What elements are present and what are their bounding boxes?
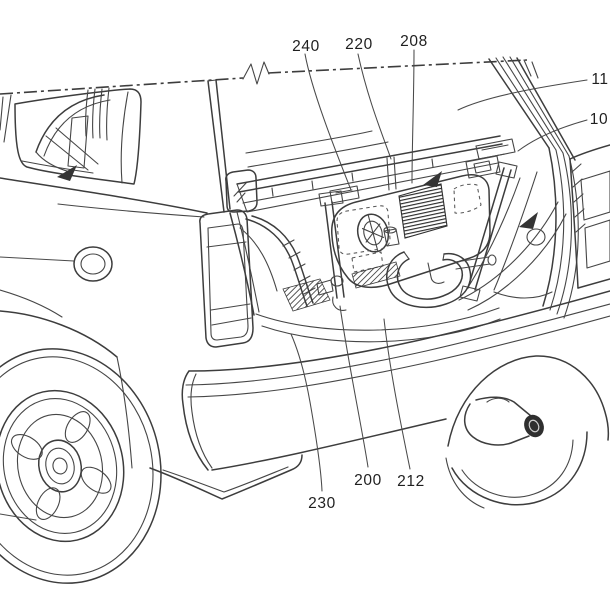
fuel-cap-leader — [0, 256, 75, 262]
c-pillar — [207, 79, 231, 213]
gas-strut-right — [459, 161, 518, 302]
rear-bumper — [149, 290, 610, 500]
aperture-arrow-icon — [519, 212, 538, 229]
ref-label-11: 11 — [591, 71, 608, 88]
section-break-icon — [242, 61, 270, 85]
drive-unit — [282, 174, 497, 312]
leader-lines — [290, 49, 588, 492]
fuel-filler-cap — [0, 246, 113, 282]
vent-grille — [398, 183, 448, 239]
body-beltline — [0, 177, 208, 318]
cabin-arrow-icon — [57, 165, 77, 181]
left-rear-wheel — [0, 348, 162, 584]
ref-label-240: 240 — [292, 38, 320, 55]
ref-label-220: 220 — [345, 36, 373, 53]
steering-wheel — [21, 94, 111, 174]
sill-arrow-icon — [423, 171, 442, 187]
wheel-arch-left — [0, 310, 133, 469]
phantom-section-line — [0, 59, 528, 95]
hatch-aperture — [229, 171, 567, 343]
exhaust-pipe — [464, 396, 544, 446]
right-taillight — [569, 144, 610, 289]
coolant-loop — [386, 251, 472, 309]
ref-label-200: 200 — [354, 472, 382, 489]
underbody-shadow — [282, 278, 331, 312]
rear-sill-beam — [236, 130, 516, 213]
cooling-fan — [356, 213, 390, 253]
liftgate — [488, 56, 579, 319]
ref-label-230: 230 — [308, 495, 336, 512]
ref-label-212: 212 — [397, 473, 425, 490]
ref-label-10: 10 — [590, 111, 608, 128]
hose-fittings — [316, 254, 497, 296]
ref-label-208: 208 — [400, 33, 428, 50]
underbody-shadow — [351, 261, 401, 289]
right-rear-wheel — [445, 355, 610, 509]
wheel-leader — [0, 513, 37, 521]
rear-side-window — [0, 87, 142, 185]
liftgate-seal-channel — [542, 147, 579, 319]
left-taillight — [199, 209, 254, 348]
